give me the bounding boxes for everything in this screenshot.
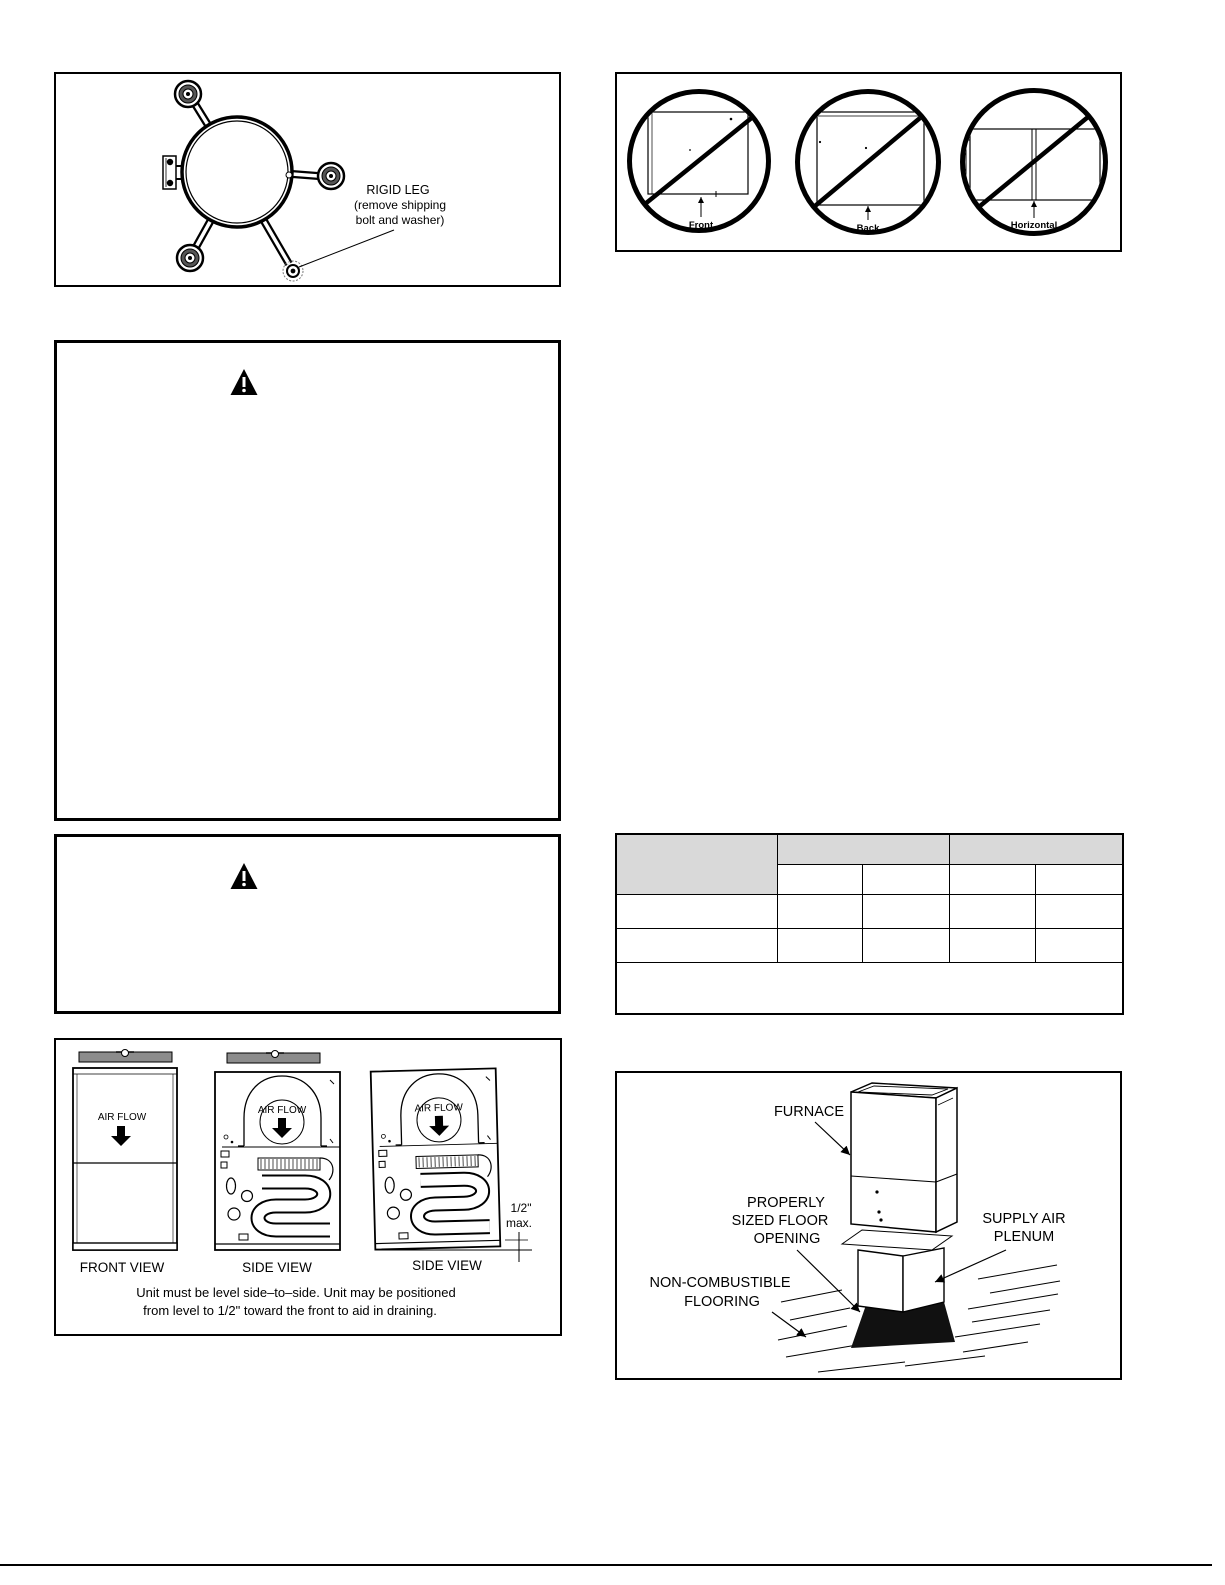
table-cell — [1034, 927, 1124, 963]
leveling-caption-line: from level to 1/2" toward the front to a… — [143, 1303, 437, 1318]
table-cell — [861, 927, 950, 963]
side-view-airflow-label: AIR FLOW — [414, 1102, 463, 1114]
table-subheader-cell — [861, 863, 950, 895]
floor-opening-label: PROPERLY — [747, 1195, 825, 1211]
table-header-cell — [776, 833, 950, 865]
floor-opening-label: OPENING — [754, 1231, 821, 1247]
table-cell — [776, 927, 863, 963]
table-row — [615, 893, 1124, 929]
table-cell — [615, 893, 778, 929]
table-cell — [948, 927, 1036, 963]
airflow-arrow-icon — [272, 1118, 292, 1138]
page-bottom-rule — [0, 1564, 1212, 1566]
rigid-leg-callout-line: bolt and washer) — [356, 213, 445, 227]
prohibited-icon — [627, 89, 771, 233]
front-view-label: FRONT VIEW — [80, 1260, 165, 1275]
tolerance-value: 1/2" — [511, 1201, 532, 1215]
back-orientation-prohibited: Back — [795, 89, 941, 235]
airflow-arrow-icon — [111, 1126, 131, 1146]
floor-opening — [851, 1302, 955, 1348]
table-subheader-cell — [1034, 863, 1124, 895]
back-label: Back — [857, 223, 880, 234]
side-view-label: SIDE VIEW — [242, 1260, 312, 1275]
table-cell — [861, 893, 950, 929]
side-view-level: AIR FLOW — [215, 1050, 340, 1251]
furnace-installation-figure: FURNACE PROPERLY SIZED FLOOR OPENING SUP… — [615, 1071, 1122, 1380]
warning-triangle-icon — [230, 863, 258, 889]
table-header-cell — [615, 833, 778, 895]
leveling-figure: AIR FLOW AIR FLOW AIR FLOW 1/2" max. FRO… — [54, 1038, 562, 1336]
floor-lines — [777, 1264, 1061, 1373]
prohibited-icon — [795, 89, 941, 235]
side-view-label: SIDE VIEW — [412, 1258, 482, 1273]
ring-clamp — [162, 155, 184, 190]
front-orientation-prohibited: Front — [627, 89, 771, 233]
table-header-cell — [948, 833, 1124, 865]
side-view-airflow-label: AIR FLOW — [258, 1105, 307, 1116]
prohibited-icon — [960, 88, 1108, 236]
flooring-label: NON-COMBUSTIBLE — [650, 1275, 791, 1291]
caster-leg-figure: RIGID LEG (remove shipping bolt and wash… — [54, 72, 561, 287]
caster-wheel-icon — [316, 161, 346, 191]
table-cell — [948, 893, 1036, 929]
leg-tubes — [191, 101, 319, 267]
supply-plenum-label: PLENUM — [994, 1229, 1054, 1245]
table-cell — [776, 893, 863, 929]
leveling-caption-line: Unit must be level side–to–side. Unit ma… — [136, 1285, 455, 1300]
rigid-leg-leader-line — [298, 229, 395, 268]
warning-box-large — [54, 340, 561, 821]
horizontal-label: Horizontal — [1011, 220, 1057, 231]
side-view-tilted: AIR FLOW — [371, 1068, 501, 1249]
spec-table — [615, 833, 1124, 1015]
table-note-cell — [615, 961, 1124, 1015]
horizontal-orientation-prohibited: Horizontal — [960, 88, 1108, 236]
floor-opening-label: SIZED FLOOR — [732, 1213, 829, 1229]
tilt-tolerance-indicator: 1/2" max. — [376, 1201, 532, 1262]
table-cell — [615, 927, 778, 963]
caster-wheel-icon — [173, 79, 203, 109]
flooring-label: FLOORING — [684, 1294, 760, 1310]
front-view: AIR FLOW — [72, 1049, 178, 1251]
rigid-leg-callout-line: (remove shipping — [354, 198, 446, 212]
caster-wheel-icon — [175, 243, 205, 273]
warning-triangle-icon — [230, 369, 258, 395]
dolly-ring — [180, 115, 294, 229]
supply-plenum-label: SUPPLY AIR — [982, 1211, 1065, 1227]
floor-opening-rim — [840, 1229, 954, 1251]
tolerance-qualifier: max. — [506, 1216, 532, 1230]
supply-air-plenum — [857, 1247, 945, 1313]
furnace-label: FURNACE — [774, 1104, 844, 1120]
orientation-prohibited-figure: Front Back Horizontal — [615, 72, 1122, 252]
furnace-cabinet — [850, 1082, 958, 1234]
rigid-leg-foot — [282, 260, 304, 282]
table-subheader-cell — [776, 863, 863, 895]
rigid-leg-callout-title: RIGID LEG — [366, 183, 429, 197]
table-subheader-cell — [948, 863, 1036, 895]
table-note-row — [615, 961, 1124, 1015]
airflow-arrow-icon — [429, 1115, 450, 1136]
table-row — [615, 927, 1124, 963]
warning-box-small — [54, 834, 561, 1014]
front-view-airflow-label: AIR FLOW — [98, 1112, 147, 1123]
front-label: Front — [689, 220, 714, 231]
table-cell — [1034, 893, 1124, 929]
